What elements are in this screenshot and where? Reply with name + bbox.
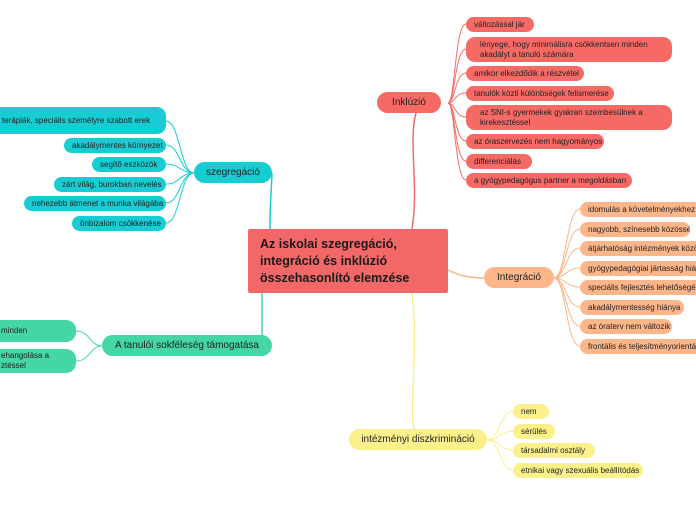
szegregacio-item[interactable]: akadálymentes környezet <box>64 138 166 153</box>
branch-szegregacio[interactable]: szegregáció <box>194 162 272 183</box>
branch-diszkriminacio-label: intézményi diszkrimináció <box>361 434 475 445</box>
sokfeleseg-item[interactable]: minden <box>0 320 76 342</box>
diszkriminacio-item[interactable]: sérülés <box>513 424 555 439</box>
integracio-item[interactable]: gyógypedagógiai jártasság hiánya <box>580 261 696 276</box>
szegregacio-item[interactable]: segítő eszközök <box>92 157 166 172</box>
diszkriminacio-item[interactable]: etnikai vagy szexuális beállítódás <box>513 463 643 478</box>
inkluzio-item[interactable]: a gyógypedagógus partner a megoldásban <box>466 173 632 188</box>
branch-diszkriminacio[interactable]: intézményi diszkrimináció <box>349 429 487 450</box>
branch-sokfeleseg-label: A tanulói sokféleség támogatása <box>115 340 259 351</box>
central-topic[interactable]: Az iskolai szegregáció, integráció és in… <box>248 229 448 293</box>
integracio-item[interactable]: speciális fejlesztés lehetőségének <box>580 280 696 295</box>
branch-inkluzio[interactable]: Inklúzió <box>377 92 441 113</box>
szegregacio-item[interactable]: önbizalom csökkenése <box>72 216 166 231</box>
inkluzio-item[interactable]: tanulók közti különbségek felismerése <box>466 86 614 101</box>
branch-integracio-label: Integráció <box>497 272 541 283</box>
branch-inkluzio-label: Inklúzió <box>392 97 426 108</box>
central-title-line-2: integráció és inklúzió <box>260 253 388 268</box>
inkluzio-item[interactable]: amikor elkezdődik a részvétel <box>466 66 584 81</box>
integracio-item[interactable]: az óraterv nem változik <box>580 319 672 334</box>
central-title-line-1: Az iskolai szegregáció, <box>260 236 397 251</box>
szegregacio-item[interactable]: terápiák, speciális személyre szabott er… <box>0 107 166 134</box>
inkluzio-item[interactable]: differenciálás <box>466 154 532 169</box>
szegregacio-item[interactable]: zárt világ, burokban nevelés <box>54 177 166 192</box>
branch-sokfeleseg[interactable]: A tanulói sokféleség támogatása <box>102 335 272 356</box>
branch-integracio[interactable]: Integráció <box>484 267 554 288</box>
diszkriminacio-item[interactable]: nem <box>513 404 549 419</box>
integracio-item[interactable]: idomulás a követelményekhez <box>580 202 696 217</box>
inkluzio-item[interactable]: az óraszervezés nem hagyományos <box>466 134 604 149</box>
inkluzio-item[interactable]: lényege, hogy minimálisra csökkentsen mi… <box>466 37 672 62</box>
integracio-item[interactable]: nagyobb, színesebb közösség <box>580 222 690 237</box>
branch-szegregacio-label: szegregáció <box>206 167 260 178</box>
sokfeleseg-item[interactable]: ehangolása a ztéssel <box>0 349 76 373</box>
diszkriminacio-item[interactable]: társadalmi osztály <box>513 443 595 458</box>
integracio-item[interactable]: akadálymentesség hiánya <box>580 300 684 315</box>
integracio-item[interactable]: frontális és teljesítményorientált <box>580 339 696 354</box>
inkluzio-item[interactable]: az SNI-s gyermekek gyakran szembesülnek … <box>466 105 672 130</box>
szegregacio-item[interactable]: nehezebb átmenet a munka világába <box>24 196 166 211</box>
central-title-line-3: összehasonlító elemzése <box>260 270 410 285</box>
inkluzio-item[interactable]: változással jár <box>466 17 534 32</box>
integracio-item[interactable]: átjárhatóság intézmények között <box>580 241 696 256</box>
